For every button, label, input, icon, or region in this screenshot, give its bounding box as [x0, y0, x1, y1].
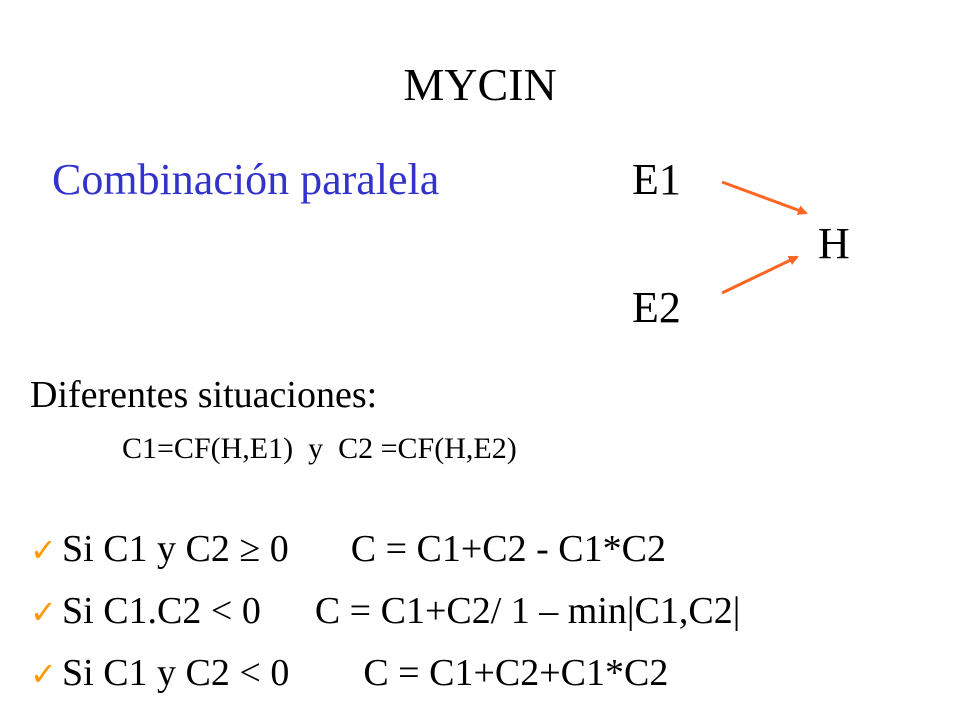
arrow-e1-to-h	[721, 180, 808, 215]
check-mark-icon: ✓	[30, 593, 57, 631]
rule-condition: Si C1 y C2 < 0	[62, 652, 290, 694]
rule-formula: C = C1+C2 - C1*C2	[350, 528, 666, 570]
cf-definition: C1=CF(H,E1) y C2 =CF(H,E2)	[122, 432, 517, 465]
slide-subtitle: Combinación paralela	[52, 155, 440, 204]
rule-condition: Si C1.C2 < 0	[62, 590, 261, 632]
rule-condition: Si C1 y C2 ≥ 0	[62, 528, 289, 570]
rule-formula: C = C1+C2+C1*C2	[363, 652, 669, 694]
rule-formula: C = C1+C2/ 1 – min|C1,C2|	[314, 590, 741, 632]
check-mark-icon: ✓	[30, 655, 57, 693]
arrow-e2-to-h	[721, 255, 799, 295]
rule-item-2: ✓Si C1.C2 < 0 C = C1+C2/ 1 – min|C1,C2|	[30, 592, 740, 630]
check-mark-icon: ✓	[30, 531, 57, 569]
node-e1: E1	[632, 155, 681, 204]
node-e2: E2	[632, 283, 681, 332]
rule-item-1: ✓Si C1 y C2 ≥ 0 C = C1+C2 - C1*C2	[30, 530, 666, 568]
rule-item-3: ✓Si C1 y C2 < 0 C = C1+C2+C1*C2	[30, 654, 668, 692]
section-heading: Diferentes situaciones:	[30, 374, 378, 416]
slide-title: MYCIN	[403, 59, 557, 110]
node-h: H	[818, 219, 850, 268]
